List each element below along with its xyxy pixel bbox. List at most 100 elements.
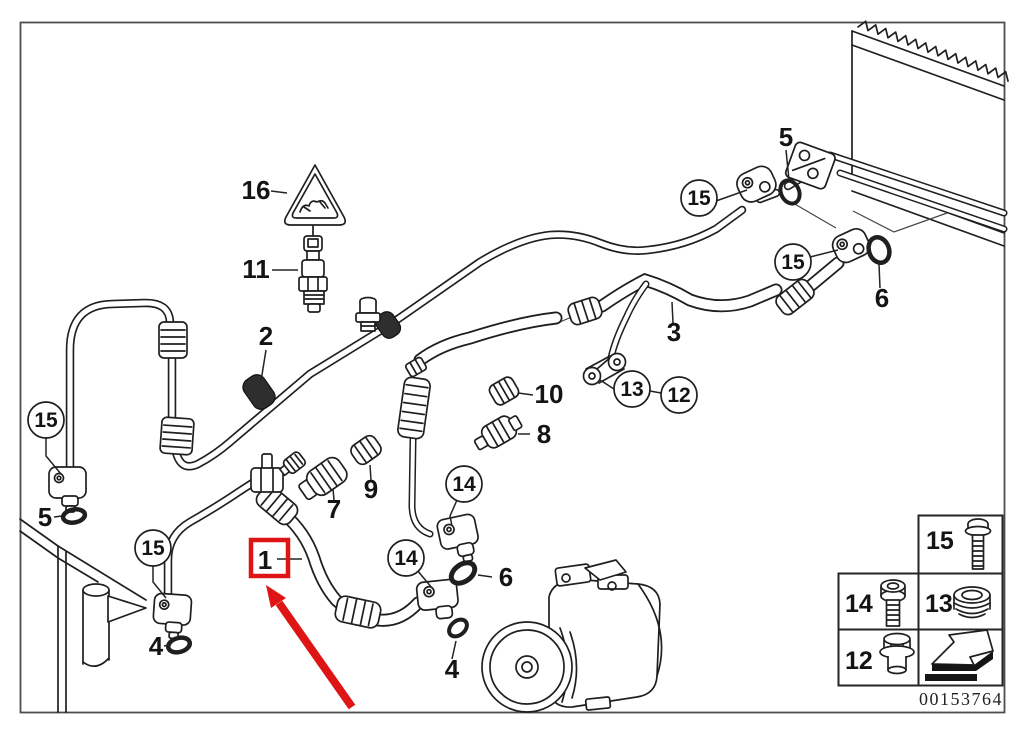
alignment-line	[852, 210, 948, 233]
sealing-cap-10	[488, 376, 520, 406]
svg-text:5: 5	[38, 502, 52, 532]
compressor-pulley	[481, 621, 573, 713]
callout-4-left[interactable]: 4	[149, 631, 164, 661]
callout-5-top[interactable]: 5	[779, 122, 793, 152]
svg-text:5: 5	[779, 122, 793, 152]
red-highlight-box	[248, 537, 291, 579]
callout-15-circled-c[interactable]: 15	[680, 179, 718, 217]
hose1-union-nut	[250, 453, 284, 493]
legend-item-12[interactable]: 12	[845, 632, 915, 676]
callout-11[interactable]: 11	[242, 254, 270, 284]
sensor-port	[355, 296, 381, 332]
svg-text:15: 15	[781, 251, 805, 274]
condenser-connector-block	[784, 141, 836, 190]
svg-text:2: 2	[259, 321, 273, 351]
red-arrow-shaft	[275, 600, 356, 710]
svg-text:14: 14	[394, 547, 418, 570]
legend-arrow-icon	[931, 629, 994, 666]
o-ring-5-right	[778, 178, 802, 206]
svg-text:12: 12	[845, 647, 873, 675]
svg-text:15: 15	[687, 187, 711, 210]
compressor	[481, 559, 663, 713]
callout-14-circled-b[interactable]: 14	[387, 539, 425, 577]
leader-lines	[45, 149, 881, 660]
o-ring-4-mid	[447, 617, 469, 639]
callout-2[interactable]: 2	[259, 321, 273, 351]
hose-fitting-14-upper	[436, 513, 479, 563]
callout-4-mid[interactable]: 4	[445, 654, 460, 684]
svg-text:10: 10	[535, 379, 564, 409]
hose3-connector	[404, 356, 428, 378]
o-ring-6-mid	[448, 560, 478, 586]
condenser	[826, 20, 1009, 247]
callout-10[interactable]: 10	[535, 379, 564, 409]
red-arrow-head	[266, 585, 286, 608]
bellows-hose3-left	[397, 376, 431, 440]
charge-port-cap	[278, 451, 307, 477]
hose-3	[408, 256, 845, 538]
callout-9[interactable]: 9	[364, 474, 378, 504]
radiator-bracket	[107, 595, 147, 623]
pipe-2	[65, 173, 806, 494]
callout-15-circled-a[interactable]: 15	[27, 401, 65, 439]
legend-table: 15 14 13	[837, 514, 1004, 687]
svg-text:11: 11	[242, 254, 270, 284]
callout-12-circled[interactable]: 12	[660, 376, 698, 414]
svg-text:15: 15	[34, 409, 58, 432]
receiver-drier	[82, 583, 110, 597]
callout-15-circled-b[interactable]: 15	[134, 529, 172, 567]
bracket-pipe	[582, 280, 650, 386]
svg-text:14: 14	[845, 590, 873, 618]
svg-text:4: 4	[445, 654, 460, 684]
svg-text:15: 15	[141, 537, 165, 560]
svg-text:4: 4	[149, 631, 164, 661]
flange-bolt-icon	[964, 518, 992, 570]
svg-text:6: 6	[499, 562, 513, 592]
svg-text:6: 6	[875, 283, 889, 313]
rubber-mount	[242, 374, 276, 410]
sealing-cap-9	[350, 434, 382, 466]
sealing-cap-8	[473, 415, 523, 451]
svg-text:7: 7	[327, 494, 341, 524]
hose-fitting-14-lower	[415, 578, 459, 620]
legend-item-15[interactable]: 15	[926, 518, 992, 570]
ferrule-hose1-bottom	[334, 595, 382, 629]
o-ring-4-left	[165, 635, 193, 655]
callout-7[interactable]: 7	[327, 494, 341, 524]
socket-head-screw-icon	[880, 579, 906, 627]
legend-item-14[interactable]: 14	[845, 579, 906, 627]
pressure-sensor	[298, 225, 328, 313]
callout-15-circled-d[interactable]: 15	[774, 243, 812, 281]
svg-text:13: 13	[925, 590, 953, 618]
o-ring-6-right	[866, 235, 892, 265]
red-annotation: 1	[248, 537, 356, 710]
svg-text:3: 3	[667, 317, 681, 347]
callout-5-left[interactable]: 5	[38, 502, 52, 532]
highlighted-callout-1: 1	[258, 545, 272, 575]
sealing-cap-7	[298, 456, 348, 501]
legend-item-13[interactable]: 13	[925, 586, 991, 619]
radiator-corner	[19, 518, 147, 713]
o-ring-5-left	[60, 507, 88, 525]
svg-text:13: 13	[620, 378, 643, 401]
callout-8[interactable]: 8	[537, 419, 551, 449]
callout-3[interactable]: 3	[667, 317, 681, 347]
svg-text:8: 8	[537, 419, 551, 449]
callout-6-top[interactable]: 6	[875, 283, 889, 313]
callout-14-circled-a[interactable]: 14	[445, 465, 483, 503]
callout-13-circled[interactable]: 13	[613, 370, 651, 408]
svg-text:9: 9	[364, 474, 378, 504]
flange-nut-icon	[879, 632, 915, 675]
svg-text:15: 15	[926, 527, 954, 555]
callout-16[interactable]: 16	[242, 175, 271, 205]
bellows-pipe2-lower	[159, 416, 195, 456]
legend-direction-cell	[925, 629, 994, 681]
pipe-clamp-15-b	[152, 592, 193, 640]
callout-6-mid[interactable]: 6	[499, 562, 513, 592]
condenser-fin-hatching	[857, 20, 1009, 82]
grommet-icon	[953, 586, 991, 619]
svg-text:12: 12	[667, 384, 690, 407]
bellows-pipe2-upper	[158, 321, 188, 359]
pipe-clamp-15-d	[831, 228, 871, 264]
